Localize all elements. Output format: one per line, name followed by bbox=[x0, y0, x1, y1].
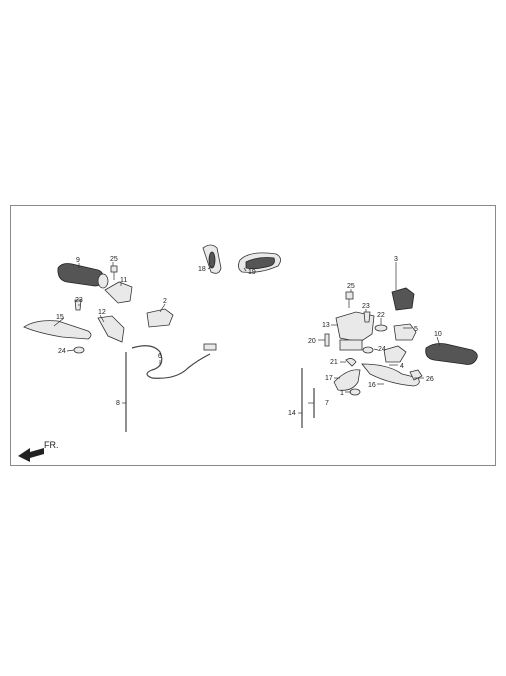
callout-3: 3 bbox=[394, 256, 398, 263]
callout-4: 4 bbox=[400, 363, 404, 370]
right-lever-16 bbox=[361, 363, 420, 387]
right-grip-10 bbox=[425, 343, 478, 365]
clip-21 bbox=[345, 358, 357, 367]
callout-13: 13 bbox=[322, 322, 330, 329]
callout-1: 1 bbox=[340, 390, 344, 397]
callout-22: 22 bbox=[377, 312, 385, 319]
left-grip bbox=[57, 263, 109, 289]
leader-lines bbox=[53, 262, 441, 414]
mirror-18 bbox=[202, 244, 222, 274]
callout-17: 17 bbox=[325, 375, 333, 382]
callout-2: 2 bbox=[163, 298, 167, 305]
callout-7: 7 bbox=[325, 400, 329, 407]
callout-14: 14 bbox=[288, 410, 296, 417]
callout-20: 20 bbox=[308, 338, 316, 345]
mirror-19 bbox=[238, 252, 281, 273]
callout-25-right: 25 bbox=[347, 283, 355, 290]
bolt-25-right bbox=[345, 291, 354, 308]
callout-9: 9 bbox=[76, 257, 80, 264]
callout-10: 10 bbox=[434, 331, 442, 338]
callout-11: 11 bbox=[120, 277, 127, 284]
clip-26 bbox=[409, 369, 423, 381]
bracket-17 bbox=[333, 369, 361, 391]
callout-15: 15 bbox=[56, 314, 64, 321]
callout-24-right: 24 bbox=[378, 346, 386, 353]
wire-harness-6 bbox=[131, 343, 217, 379]
callout-26: 26 bbox=[426, 376, 434, 383]
callout-23-left: 23 bbox=[75, 297, 83, 304]
switch-5 bbox=[393, 323, 417, 341]
callout-23-right: 23 bbox=[362, 303, 370, 310]
washer-1 bbox=[349, 388, 361, 396]
bolt-23-right bbox=[363, 311, 371, 323]
callout-19: 19 bbox=[248, 269, 256, 276]
washer-22 bbox=[374, 324, 388, 332]
callout-8: 8 bbox=[116, 400, 120, 407]
diagram-frame bbox=[10, 205, 496, 466]
callout-18: 18 bbox=[198, 266, 206, 273]
front-direction-label: FR. bbox=[44, 440, 59, 450]
pin-20 bbox=[324, 333, 330, 347]
callout-5: 5 bbox=[414, 326, 418, 333]
callout-25-left: 25 bbox=[110, 256, 118, 263]
bolt-23-left bbox=[74, 299, 82, 311]
switch-4 bbox=[383, 345, 407, 363]
callout-labels: 9 25 11 23 2 12 15 24 6 8 18 19 25 3 23 … bbox=[56, 256, 442, 417]
front-direction-arrow: FR. bbox=[18, 440, 59, 462]
callout-16: 16 bbox=[368, 382, 376, 389]
bolt-25-left bbox=[110, 265, 118, 280]
throttle-housing bbox=[104, 281, 133, 304]
brake-switch-12 bbox=[97, 315, 125, 343]
left-switch bbox=[146, 308, 174, 328]
nut-24-left bbox=[73, 346, 85, 354]
switch-3 bbox=[391, 287, 415, 311]
nut-24-right bbox=[362, 346, 374, 354]
callout-24-left: 24 bbox=[58, 348, 66, 355]
callout-12: 12 bbox=[98, 309, 106, 316]
callout-21: 21 bbox=[330, 359, 338, 366]
callout-6: 6 bbox=[158, 353, 162, 360]
left-lever bbox=[23, 320, 92, 340]
